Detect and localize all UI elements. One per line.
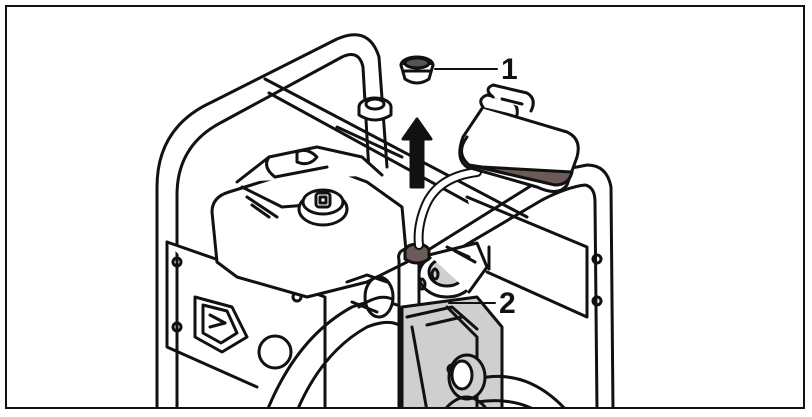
callout-1-label: 1 <box>501 53 518 86</box>
suction-hose <box>267 273 401 407</box>
up-arrow-icon <box>401 117 433 189</box>
discharge-hose <box>445 353 566 407</box>
side-panel-right <box>465 195 603 319</box>
callout-2-label: 2 <box>499 287 516 320</box>
water-stream <box>413 167 482 291</box>
pump-housing <box>400 295 504 407</box>
engine-body <box>210 96 409 299</box>
discharge-fitting <box>417 241 489 299</box>
illustration-frame: 1 2 <box>5 5 805 409</box>
priming-plug-icon <box>403 242 431 265</box>
pump-illustration: 1 2 <box>155 33 615 407</box>
fill-cap-icon <box>399 55 435 85</box>
measuring-jug-icon <box>458 83 580 193</box>
